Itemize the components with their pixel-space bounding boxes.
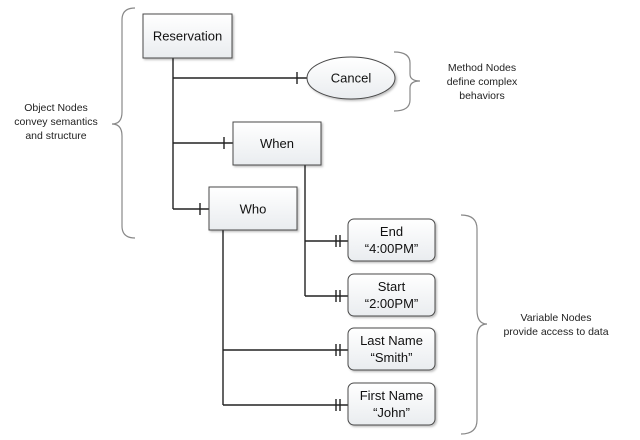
object-node-reservation[interactable]: Reservation xyxy=(142,13,233,59)
who-label: Who xyxy=(240,202,267,217)
first-name-value: “John” xyxy=(373,405,410,420)
method-nodes-brace xyxy=(393,51,421,112)
reservation-label: Reservation xyxy=(153,29,222,44)
object-nodes-brace xyxy=(111,7,136,239)
last-name-value: “Smith” xyxy=(371,350,413,365)
variable-node-start[interactable]: Start “2:00PM” xyxy=(347,273,436,317)
method-nodes-note-line-3: behaviors xyxy=(459,90,505,102)
variable-node-end[interactable]: End “4:00PM” xyxy=(347,218,436,262)
object-nodes-note-line-2: convey semantics xyxy=(14,116,97,128)
cancel-label: Cancel xyxy=(331,71,372,86)
object-nodes-note-line-3: and structure xyxy=(25,130,86,142)
end-value: “4:00PM” xyxy=(365,241,418,256)
start-value: “2:00PM” xyxy=(365,296,418,311)
when-label: When xyxy=(260,136,294,151)
object-node-who[interactable]: Who xyxy=(208,186,298,231)
first-name-name: First Name xyxy=(360,388,424,403)
variable-node-last-name[interactable]: Last Name “Smith” xyxy=(347,327,436,371)
method-nodes-note: Method Nodes define complex behaviors xyxy=(447,62,518,102)
variable-nodes-note-line-1: Variable Nodes xyxy=(520,312,591,324)
end-name: End xyxy=(380,224,403,239)
object-nodes-note-line-1: Object Nodes xyxy=(24,102,88,114)
last-name-name: Last Name xyxy=(360,333,423,348)
variable-node-first-name[interactable]: First Name “John” xyxy=(347,382,436,426)
method-nodes-note-line-2: define complex xyxy=(447,76,518,88)
variable-nodes-note-line-2: provide access to data xyxy=(503,326,608,338)
object-node-when[interactable]: When xyxy=(232,121,322,166)
variable-nodes-note: Variable Nodes provide access to data xyxy=(503,312,608,338)
object-nodes-note: Object Nodes convey semantics and struct… xyxy=(14,102,97,142)
start-name: Start xyxy=(378,279,406,294)
method-nodes-note-line-1: Method Nodes xyxy=(448,62,516,74)
variable-nodes-brace xyxy=(460,214,488,435)
connector-lines xyxy=(172,58,348,411)
method-node-cancel[interactable]: Cancel xyxy=(306,56,396,100)
